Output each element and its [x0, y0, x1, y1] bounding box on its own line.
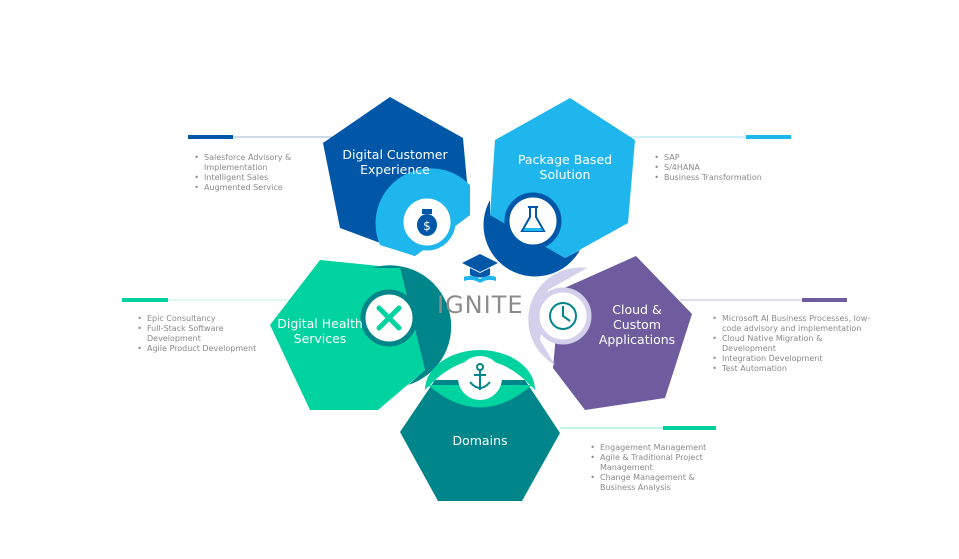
- anchor-icon: [458, 356, 502, 400]
- accent-bar-pbs: [746, 135, 791, 139]
- arc-domains: [425, 350, 535, 390]
- list-item: Full-Stack Software Development: [147, 324, 277, 344]
- hexagon-cloud-custom-applications[interactable]: [553, 256, 692, 410]
- tools-icon: [360, 289, 418, 347]
- list-item: Engagement Management: [600, 443, 725, 453]
- accent-bar-cloud: [802, 298, 847, 302]
- clock-icon: [534, 287, 592, 345]
- svg-text:$: $: [423, 219, 431, 233]
- ignite-logo: IGNITE: [437, 291, 524, 319]
- flask-icon: [504, 192, 562, 250]
- arc-dhs: [372, 265, 452, 385]
- list-item: Test Automation: [722, 364, 872, 374]
- list-item: Epic Consultancy: [147, 314, 277, 324]
- list-item: Salesforce Advisory & Implementation: [204, 153, 319, 173]
- accent-bar-dce: [188, 135, 233, 139]
- list-item: Intelligent Sales: [204, 173, 319, 183]
- money-bag-icon: $: [398, 193, 456, 251]
- graduation-cap-icon: [462, 254, 498, 283]
- arc-pbs: [483, 200, 580, 277]
- title-cloud-custom-applications: Cloud & Custom Applications: [598, 302, 676, 347]
- list-dhs: Epic Consultancy Full-Stack Software Dev…: [135, 314, 277, 354]
- list-item: Augmented Service: [204, 183, 319, 193]
- hexagon-domains[interactable]: [400, 380, 560, 501]
- list-item: SAP: [664, 153, 794, 163]
- list-cloud: Microsoft AI Business Processes, low-cod…: [710, 314, 872, 374]
- accent-bar-domains: [663, 426, 716, 430]
- list-item: Cloud Native Migration & Development: [722, 334, 872, 354]
- list-item: Microsoft AI Business Processes, low-cod…: [722, 314, 872, 334]
- list-domains: Engagement Management Agile & Traditiona…: [588, 443, 725, 493]
- list-pbs: SAP S/4HANA Business Transformation: [652, 153, 794, 183]
- list-item: Change Management & Business Analysis: [600, 473, 725, 493]
- list-item: Agile Product Development: [147, 344, 277, 354]
- title-domains: Domains: [452, 433, 508, 448]
- title-package-based-solution: Package Based Solution: [517, 152, 613, 182]
- list-item: S/4HANA: [664, 163, 794, 173]
- list-item: Business Transformation: [664, 173, 794, 183]
- list-item: Agile & Traditional Project Management: [600, 453, 725, 473]
- title-digital-customer-experience: Digital Customer Experience: [342, 147, 448, 177]
- title-digital-health-services: Digital Health Services: [277, 316, 363, 346]
- accent-bar-dhs: [122, 298, 168, 302]
- list-item: Integration Development: [722, 354, 872, 364]
- list-dce: Salesforce Advisory & Implementation Int…: [192, 153, 319, 193]
- arc-cloud: [528, 267, 587, 365]
